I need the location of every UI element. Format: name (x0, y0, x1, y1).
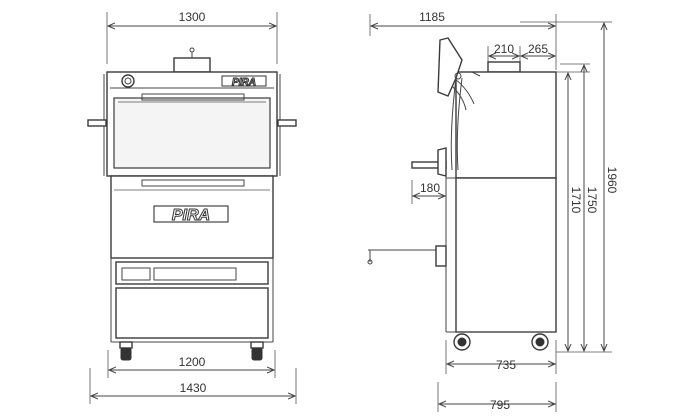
dim-label-wheel-width: 1200 (179, 355, 206, 369)
side-tray (367, 245, 447, 267)
dim-label-overall-width: 1430 (180, 381, 207, 395)
dim-heights: 1710 1750 1960 (520, 21, 619, 353)
top-logo: PIRA (221, 75, 267, 89)
front-drawer (115, 261, 269, 285)
right-side-handle (277, 119, 297, 127)
dim-overall-depth: 1185 (369, 10, 557, 70)
front-chimney (173, 47, 211, 73)
dim-label-body-depth: 735 (496, 358, 516, 372)
dim-chimney: 210 265 (487, 42, 555, 62)
dim-label-height-total: 1960 (605, 167, 619, 194)
dim-body-depth: 735 (445, 340, 557, 374)
side-open-door (437, 37, 481, 171)
dim-label-top-width: 1300 (179, 10, 206, 24)
dim-label-total-depth: 795 (490, 398, 510, 412)
front-base-cabinet (115, 287, 269, 339)
dim-shelf-depth: 180 (411, 180, 445, 204)
top-logo-text: PIRA (232, 77, 256, 88)
side-wheels (453, 333, 549, 351)
dim-wheel-width: 1200 (107, 350, 276, 378)
dim-label-height-body: 1710 (569, 187, 583, 214)
side-view: 1185 210 265 (367, 10, 619, 412)
thermometer-icon (121, 74, 135, 88)
door-logo: PIRA (153, 205, 229, 225)
dim-label-chimney-width: 210 (494, 42, 514, 56)
dim-label-height-mid: 1750 (585, 187, 599, 214)
dim-label-overall-depth: 1185 (419, 10, 445, 24)
dim-overall-width: 1430 (89, 368, 297, 404)
door-logo-text: PIRA (172, 207, 210, 224)
side-handle (411, 147, 447, 177)
side-chimney (487, 61, 521, 73)
dim-label-chimney-offset: 265 (528, 42, 548, 56)
dim-top-width: 1300 (106, 10, 278, 64)
front-view: 1300 PIRA (87, 10, 297, 404)
front-upper-door (113, 97, 271, 169)
front-wheels (119, 341, 264, 361)
dim-total-depth: 795 (437, 382, 557, 412)
side-upper-body (455, 71, 557, 179)
left-side-handle (87, 119, 107, 127)
dim-label-shelf-depth: 180 (420, 181, 440, 195)
side-lower-body (455, 177, 557, 333)
